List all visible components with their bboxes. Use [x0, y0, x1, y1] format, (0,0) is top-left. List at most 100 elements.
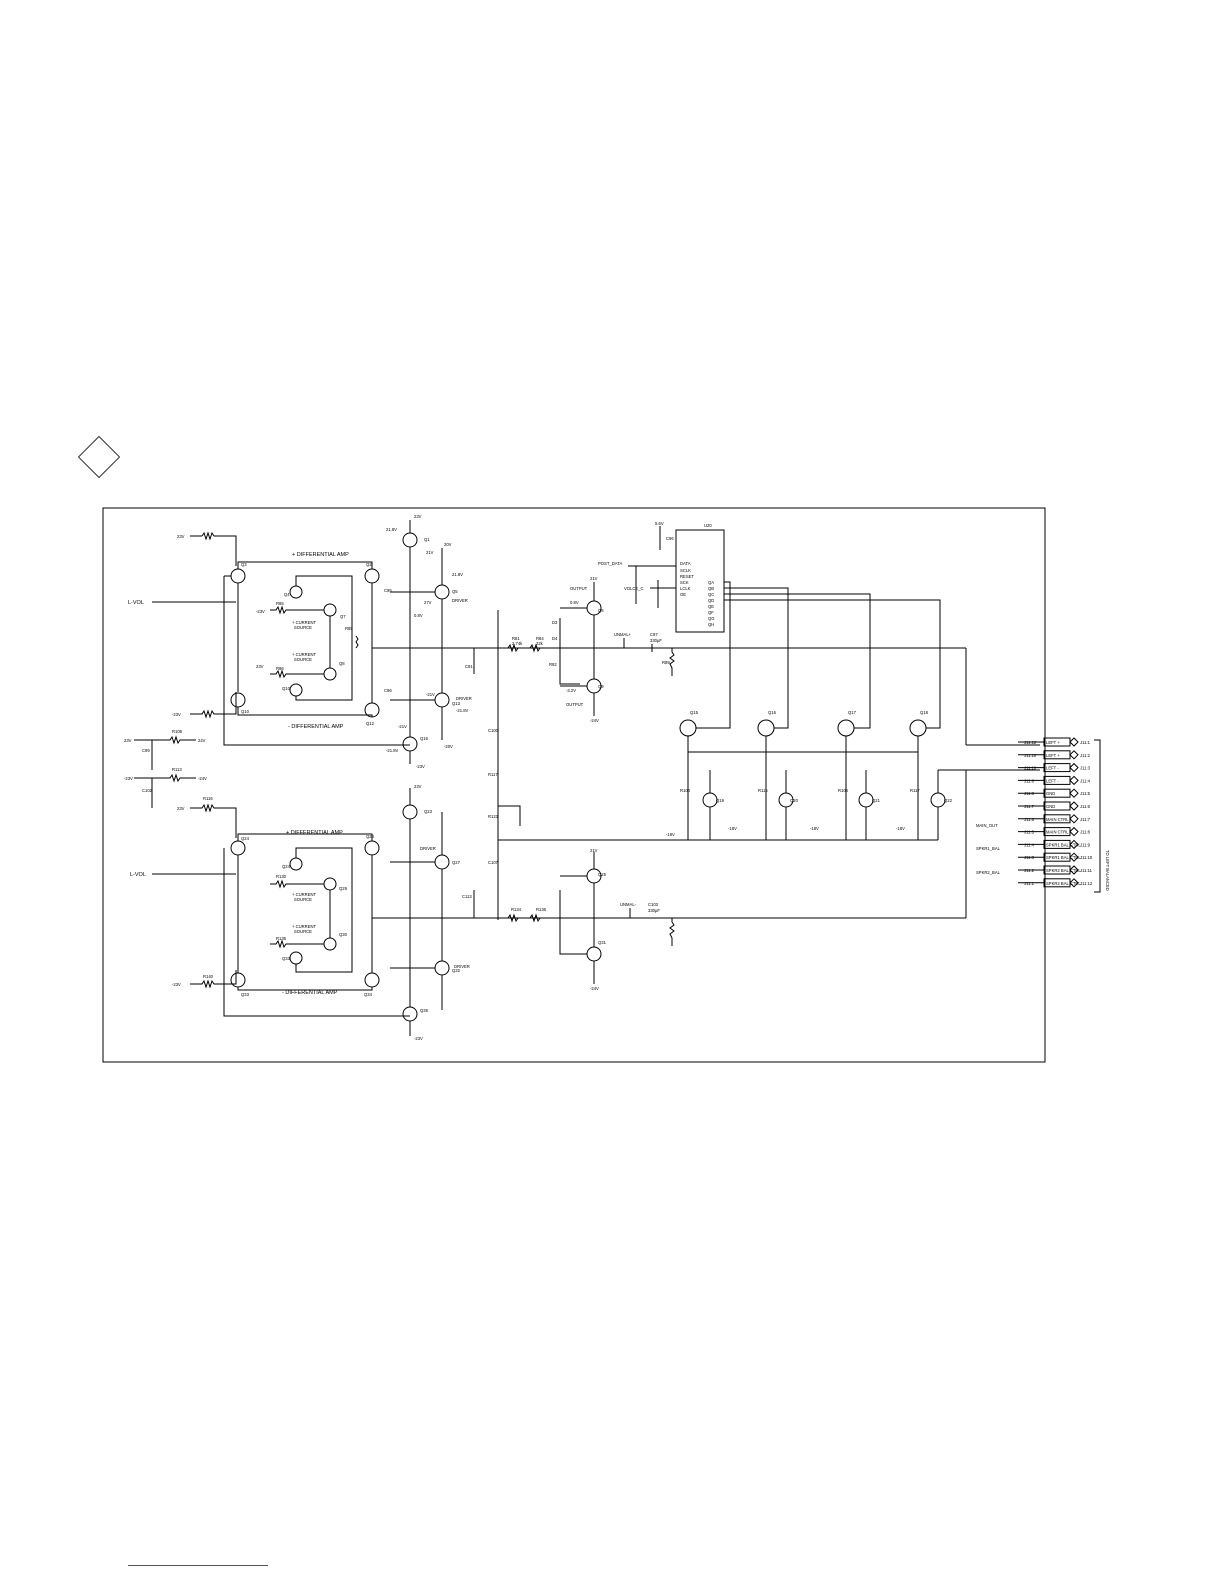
- svg-text:R92: R92: [549, 662, 557, 667]
- svg-text:330µF: 330µF: [650, 638, 662, 643]
- footer-link-line: [128, 1565, 268, 1566]
- connector-pin-left: J11:7: [1024, 804, 1035, 809]
- svg-text:2.74k: 2.74k: [512, 641, 523, 646]
- svg-text:Q25: Q25: [598, 872, 607, 877]
- q-label: Q10: [241, 709, 250, 714]
- svg-text:+ CURRENT: + CURRENT: [292, 892, 317, 897]
- connector-row: J11:8 GND J11:5: [1018, 788, 1091, 798]
- connector-terminal-icon: [1069, 775, 1079, 786]
- svg-text:0.8V: 0.8V: [570, 600, 579, 605]
- connector-pin-left: J11:2: [1024, 868, 1035, 873]
- svg-text:-21V: -21V: [398, 724, 407, 729]
- connector-terminal-icon: [1069, 826, 1079, 837]
- connector-pin-right: J11:8: [1080, 830, 1091, 835]
- svg-text:23V: 23V: [414, 784, 422, 789]
- svg-text:Q18: Q18: [920, 710, 929, 715]
- svg-text:-23V: -23V: [124, 776, 133, 781]
- svg-text:SOURCE: SOURCE: [294, 929, 312, 934]
- svg-text:Q24: Q24: [282, 864, 291, 869]
- svg-text:-18V: -18V: [810, 826, 819, 831]
- svg-text:5.6V: 5.6V: [655, 521, 664, 526]
- connector-signal-label: LEFT +: [1046, 740, 1060, 745]
- svg-text:-21.8V: -21.8V: [456, 708, 469, 713]
- svg-text:Q30: Q30: [339, 932, 348, 937]
- net-label: MAIN_OUT: [976, 823, 998, 828]
- connector-signal-label: MAIN CTRL: [1046, 830, 1069, 835]
- svg-text:Q5: Q5: [452, 589, 458, 594]
- svg-text:Q27: Q27: [452, 860, 461, 865]
- connector-pin-left: J11:4: [1024, 842, 1035, 847]
- svg-text:R84: R84: [536, 636, 544, 641]
- svg-text:SCK: SCK: [680, 580, 689, 585]
- svg-text:-18V: -18V: [896, 826, 905, 831]
- svg-text:Q9: Q9: [598, 684, 604, 689]
- connector-signal-label: SPKR1 BAL CTRL: [1046, 842, 1081, 847]
- svg-text:-23V: -23V: [414, 1036, 423, 1041]
- connector-signal-label: GND: [1046, 804, 1055, 809]
- svg-text:QD: QD: [708, 598, 714, 603]
- svg-text:Q24: Q24: [241, 836, 250, 841]
- svg-text:C107: C107: [488, 860, 499, 865]
- svg-text:R113: R113: [172, 767, 182, 772]
- shift-register: U20 5.6V C96 POST_DATA VOLCE_C DATA SCLK…: [598, 521, 941, 700]
- connector-terminal-icon: [1069, 737, 1079, 747]
- svg-text:21V: 21V: [426, 550, 434, 555]
- svg-text:Q17: Q17: [848, 710, 857, 715]
- connector-terminal-icon: [1069, 852, 1079, 862]
- svg-text:R89: R89: [662, 660, 670, 665]
- connector-pin-right: J11:7: [1080, 817, 1091, 822]
- svg-text:Q16: Q16: [420, 736, 429, 741]
- connector-pin-left: J11:8: [1024, 791, 1035, 796]
- svg-text:-24V: -24V: [590, 718, 599, 723]
- driver-label: DRIVER: [456, 696, 472, 701]
- svg-text:R136: R136: [276, 936, 287, 941]
- svg-text:R117: R117: [488, 772, 498, 777]
- lower-amplifier: L-VOL 23V -23V R116 R140 Q24 Q33 + DIFFE…: [130, 728, 1040, 1041]
- connector-pin-right: J11:5: [1080, 791, 1091, 796]
- svg-text:Q8: Q8: [339, 661, 345, 666]
- mute-label: UNMAL-: [620, 902, 637, 907]
- connector-pin-right: J11:1: [1080, 740, 1091, 745]
- svg-text:C96: C96: [384, 688, 392, 693]
- svg-text:-21.8V: -21.8V: [386, 748, 399, 753]
- connector-terminal-icon: [1069, 762, 1079, 773]
- driver-label: DRIVER: [420, 846, 436, 851]
- diff-amp-pos-label: + DIFFERENTIAL AMP: [292, 552, 349, 558]
- shift-register-ref: U20: [704, 523, 712, 528]
- svg-text:Q33: Q33: [282, 956, 291, 961]
- svg-text:Q22: Q22: [944, 798, 953, 803]
- svg-text:SCLK: SCLK: [680, 568, 691, 573]
- svg-text:C99: C99: [142, 748, 150, 753]
- svg-text:OE: OE: [680, 592, 686, 597]
- connector-signal-label: GND: [1046, 791, 1055, 796]
- svg-text:-23V: -23V: [172, 982, 181, 987]
- svg-text:R108: R108: [172, 729, 183, 734]
- svg-text:Q28: Q28: [366, 834, 375, 839]
- svg-text:QF: QF: [708, 610, 714, 615]
- connector-signal-label: SPKR2 BAL CTRL: [1046, 868, 1081, 873]
- svg-text:-18V: -18V: [666, 832, 675, 837]
- svg-text:-3.2V: -3.2V: [566, 688, 576, 693]
- connector-terminal-icon: [1069, 788, 1079, 798]
- svg-text:Q23: Q23: [424, 809, 433, 814]
- connector-terminal-icon: [1069, 865, 1079, 875]
- current-source-label: + CURRENT: [292, 620, 317, 625]
- svg-text:Q6: Q6: [598, 608, 604, 613]
- input-label: L-VOL: [130, 872, 146, 878]
- svg-text:VOLCE_C: VOLCE_C: [624, 586, 644, 591]
- svg-text:DATA: DATA: [680, 561, 691, 566]
- svg-text:0.8V: 0.8V: [414, 613, 423, 618]
- svg-text:Q29: Q29: [339, 886, 348, 891]
- svg-text:-24V: -24V: [198, 776, 207, 781]
- svg-text:QA: QA: [708, 580, 714, 585]
- svg-text:-21V: -21V: [426, 692, 435, 697]
- svg-text:R123: R123: [488, 814, 499, 819]
- svg-text:LCLK: LCLK: [680, 586, 691, 591]
- svg-text:Q12: Q12: [366, 721, 375, 726]
- supply-neg-label: -23V: [172, 712, 181, 717]
